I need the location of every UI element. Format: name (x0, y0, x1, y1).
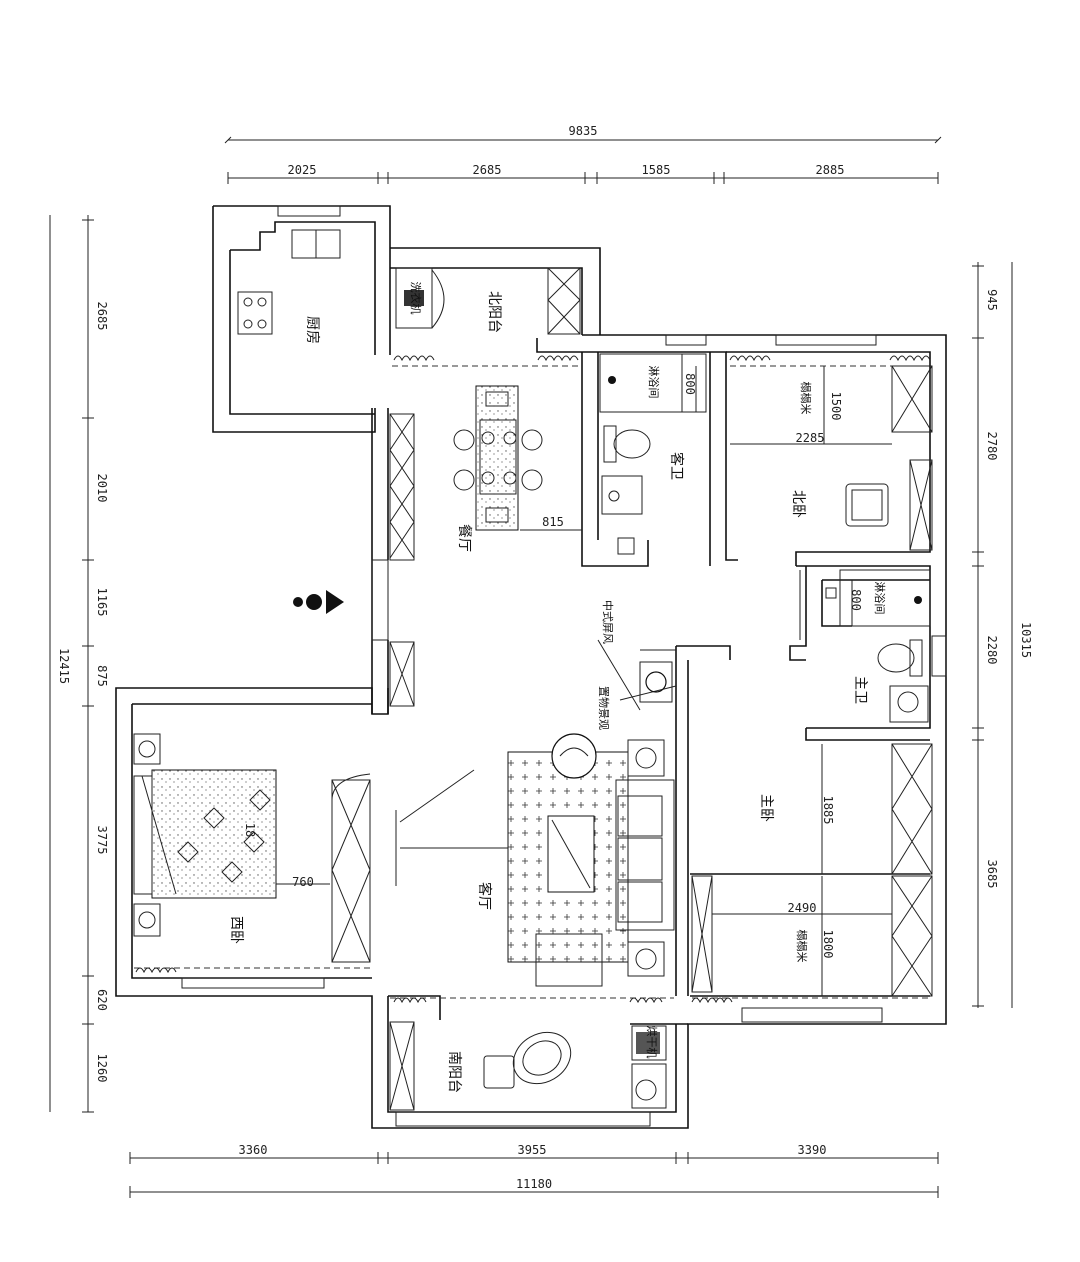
label-tatami-north: 榻榻米 (799, 382, 813, 415)
label-washer-north: 洗衣机 (409, 282, 423, 315)
label-1800: 1800 (821, 930, 835, 959)
living-room-furniture (395, 733, 675, 987)
label-18: 18 (243, 823, 257, 837)
toilet-icon (603, 425, 651, 463)
room-labels: 厨房 北阳台 餐厅 客卫 北卧 主卫 主卧 客厅 西卧 南阳台 榻榻米 榻榻米 … (228, 282, 886, 1094)
label-north-bedroom: 北卧 (790, 490, 806, 518)
dim-left-total: 12415 (57, 648, 71, 684)
label-master-bath: 主卫 (852, 676, 868, 704)
dim-bottom-1: 3360 (239, 1143, 268, 1157)
dim-bottom-total: 11180 (516, 1177, 552, 1191)
label-dryer: 烘干机 (645, 1026, 659, 1059)
dim-top-total: 9835 (569, 124, 598, 138)
sofa-icon (615, 779, 675, 931)
label-760: 760 (292, 875, 314, 889)
left-dimensions: 2685 2010 1165 875 3775 620 1260 12415 (49, 215, 109, 1113)
lounge-chair-icon (483, 1031, 572, 1089)
label-guest-bath: 客卫 (668, 452, 685, 480)
label-815: 815 (542, 515, 564, 529)
cabinet-west-bedroom (331, 773, 371, 963)
dim-top-3: 1585 (642, 163, 671, 177)
dim-left-7: 1260 (95, 1054, 109, 1083)
label-kitchen: 厨房 (304, 316, 320, 344)
dim-right-total: 10315 (1019, 622, 1033, 658)
label-2490: 2490 (788, 901, 817, 915)
label-tatami-master: 榻榻米 (795, 930, 809, 963)
label-shower-master: 淋浴间 (873, 582, 886, 615)
dim-left-6: 620 (95, 989, 109, 1011)
label-800a: 800 (683, 373, 697, 395)
washer-south-icon (631, 1025, 667, 1109)
dim-bottom-2: 3955 (518, 1143, 547, 1157)
label-south-balcony: 南阳台 (446, 1051, 462, 1093)
measurement-labels: 800 800 815 1500 2285 760 1885 2490 1800… (243, 373, 863, 958)
label-living: 客厅 (476, 882, 493, 910)
cabinet-north-balcony (547, 267, 581, 335)
dim-left-3: 1165 (95, 588, 109, 617)
cabinet-dining-left (389, 413, 415, 707)
dim-top-2: 2685 (473, 163, 502, 177)
entrance-marker-icon (293, 590, 344, 614)
label-dining: 餐厅 (456, 524, 472, 552)
label-2285: 2285 (796, 431, 825, 445)
guest-bath-fixtures (599, 353, 707, 555)
bed-west-icon (133, 733, 277, 937)
washer-north-icon (395, 267, 445, 329)
windows (181, 205, 947, 1127)
armchair-north-icon (845, 483, 889, 527)
label-1885: 1885 (821, 796, 835, 825)
label-screen: 中式屏风 (601, 600, 614, 644)
label-display: 置物景观 (597, 686, 611, 730)
right-dimensions: 945 2780 2280 3685 10315 (972, 262, 1033, 1008)
dim-right-1: 945 (985, 289, 999, 311)
dim-left-4: 875 (95, 665, 109, 687)
cabinets (331, 267, 933, 1111)
dim-left-1: 2685 (95, 302, 109, 331)
inner-measurements (276, 366, 892, 996)
dim-top-4: 2885 (816, 163, 845, 177)
label-800b: 800 (849, 589, 863, 611)
kitchen-fixtures (237, 229, 341, 335)
master-bath-fixtures (799, 569, 931, 723)
toilet-master-icon (877, 639, 923, 677)
dim-right-2: 2780 (985, 432, 999, 461)
label-north-balcony: 北阳台 (486, 291, 502, 333)
screen-display (597, 639, 677, 711)
cabinet-master (691, 743, 933, 997)
cabinet-south-balcony (389, 1021, 415, 1111)
label-shower-guest: 淋浴间 (647, 366, 660, 399)
appliances (395, 267, 667, 1109)
label-master-bedroom: 主卧 (758, 794, 774, 822)
dim-top-1: 2025 (288, 163, 317, 177)
stove-icon (237, 291, 273, 335)
dim-right-3: 2280 (985, 636, 999, 665)
cabinet-north-bedroom (891, 365, 933, 551)
top-dimensions: 9835 2025 2685 1585 2885 (224, 124, 942, 184)
dim-bottom-3: 3390 (798, 1143, 827, 1157)
bottom-dimensions: 3360 3955 3390 11180 (129, 1143, 939, 1198)
dining-table (453, 385, 543, 531)
dim-left-5: 3775 (95, 826, 109, 855)
dim-left-2: 2010 (95, 474, 109, 503)
label-west-bedroom: 西卧 (228, 916, 244, 944)
dim-right-4: 3685 (985, 860, 999, 889)
label-1500: 1500 (829, 392, 843, 421)
